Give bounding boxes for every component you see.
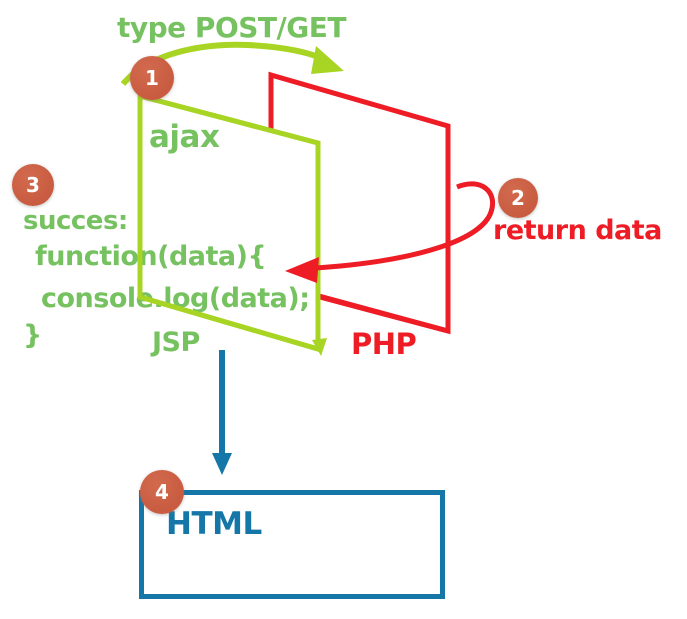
jsp-corner-arrowhead-icon	[312, 338, 327, 356]
step-number-1: 1	[145, 66, 159, 90]
return-data-label: return data	[493, 215, 662, 246]
html-label: HTML	[166, 506, 262, 542]
step-badge-1: 1	[130, 56, 174, 100]
render-arrowhead-icon	[212, 453, 232, 475]
type-post-get-label: type POST/GET	[117, 11, 346, 44]
step-badge-2: 2	[498, 178, 538, 218]
return-data-arrow	[314, 181, 495, 271]
html-box	[139, 490, 445, 599]
step-badge-4: 4	[140, 470, 184, 514]
post-get-arrowhead-icon	[311, 46, 344, 74]
code-closing-brace: }	[23, 320, 42, 351]
step-number-4: 4	[155, 480, 169, 504]
code-function-line: function(data){	[35, 241, 267, 272]
step-number-3: 3	[26, 173, 40, 197]
ajax-label: ajax	[149, 119, 220, 155]
jsp-label: JSP	[152, 327, 200, 358]
php-label: PHP	[351, 327, 417, 361]
code-success-line: succes:	[23, 206, 128, 236]
php-bottom-edge	[315, 293, 449, 334]
step-number-2: 2	[511, 186, 525, 210]
code-console-line: console.log(data);	[41, 283, 310, 314]
return-data-arrowhead-icon	[285, 257, 319, 283]
step-badge-3: 3	[12, 164, 54, 206]
